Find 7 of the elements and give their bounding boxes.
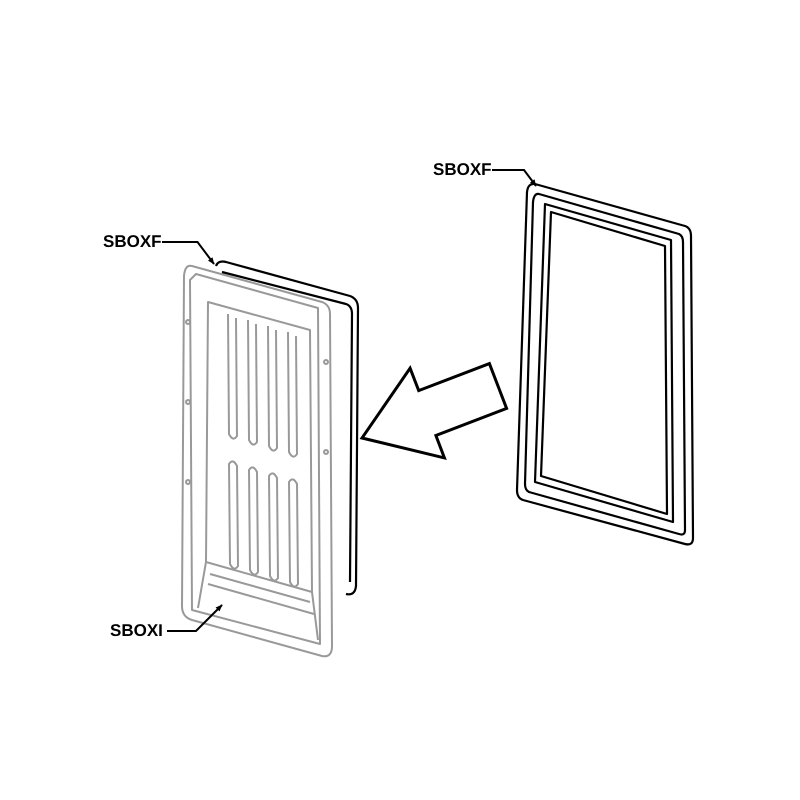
part-code: SBOXI: [110, 621, 163, 641]
leader-line: [162, 241, 215, 265]
part-code: SBOXF: [103, 232, 162, 252]
block-arrow: [360, 362, 509, 460]
part-code: SBOXF: [433, 160, 492, 180]
leader-line: [167, 604, 223, 632]
leader-line: [492, 169, 537, 187]
